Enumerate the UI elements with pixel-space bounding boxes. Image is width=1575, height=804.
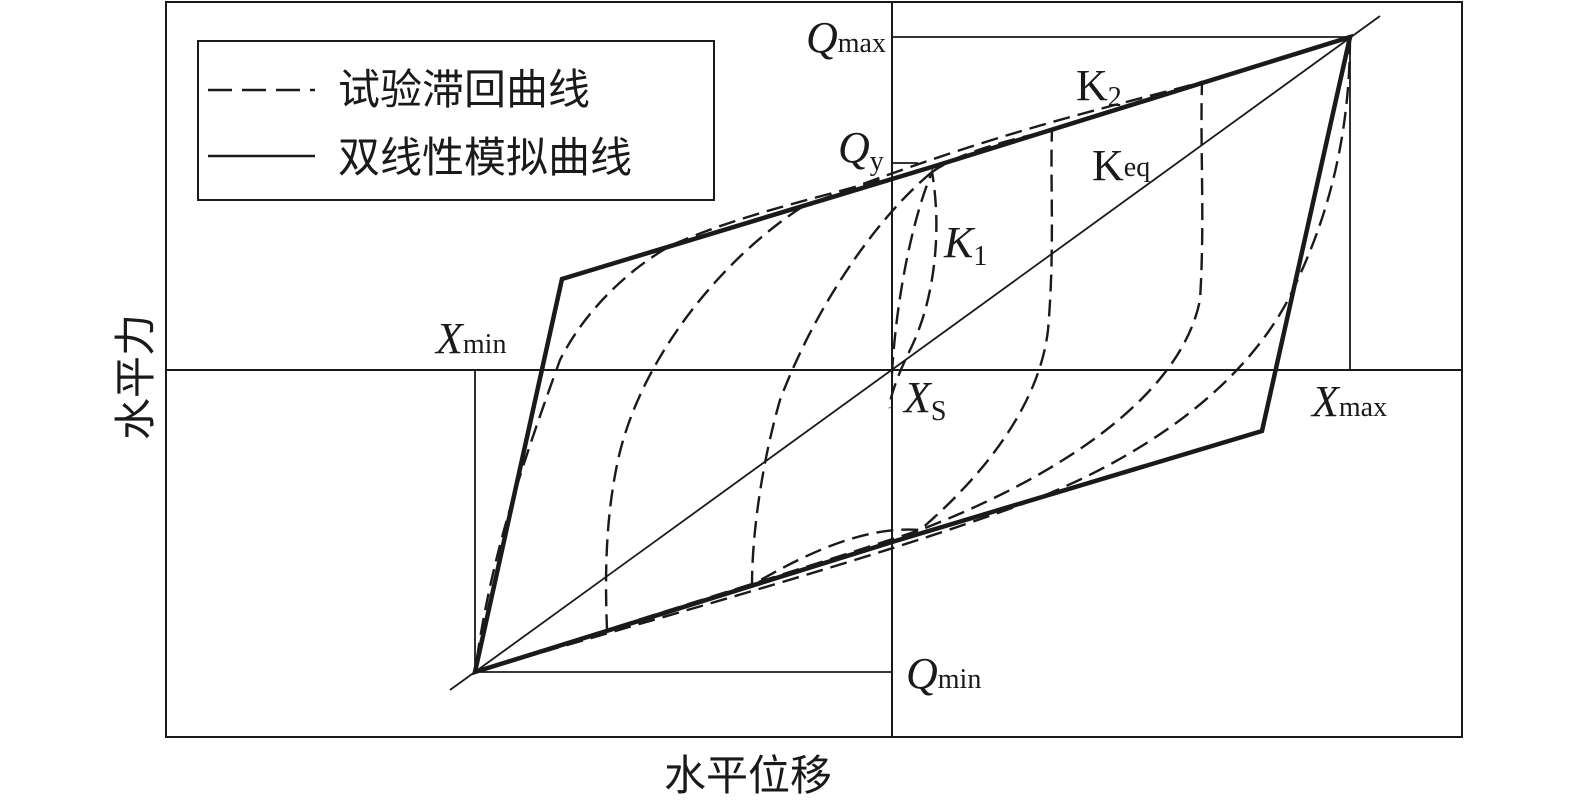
k1-label: K1 bbox=[943, 218, 987, 272]
x-axis-title: 水平位移 bbox=[664, 751, 832, 800]
k2-label: K2 bbox=[1076, 61, 1122, 113]
legend-box bbox=[197, 40, 715, 201]
hysteresis-loop-small bbox=[750, 128, 1054, 588]
hysteresis-loop-outer bbox=[473, 36, 1352, 674]
legend-label-bilinear: 双线性模拟曲线 bbox=[338, 133, 632, 182]
hysteresis-loops bbox=[473, 36, 1352, 674]
hysteresis-loop-inner bbox=[888, 167, 938, 409]
k-eq-label: Keq bbox=[1092, 141, 1150, 190]
x-min-label: Xmin bbox=[434, 314, 506, 363]
q-min-label: Qmin bbox=[906, 649, 981, 698]
legend-label-experimental: 试验滞回曲线 bbox=[338, 65, 590, 114]
hysteresis-loop-medium bbox=[604, 80, 1204, 632]
x-max-label: Xmax bbox=[1310, 377, 1387, 426]
q-y-label: Qy bbox=[838, 123, 884, 177]
y-axis-title: 水平力 bbox=[111, 314, 160, 440]
x-s-label: XS bbox=[902, 373, 946, 427]
q-max-label: Qmax bbox=[806, 13, 886, 62]
